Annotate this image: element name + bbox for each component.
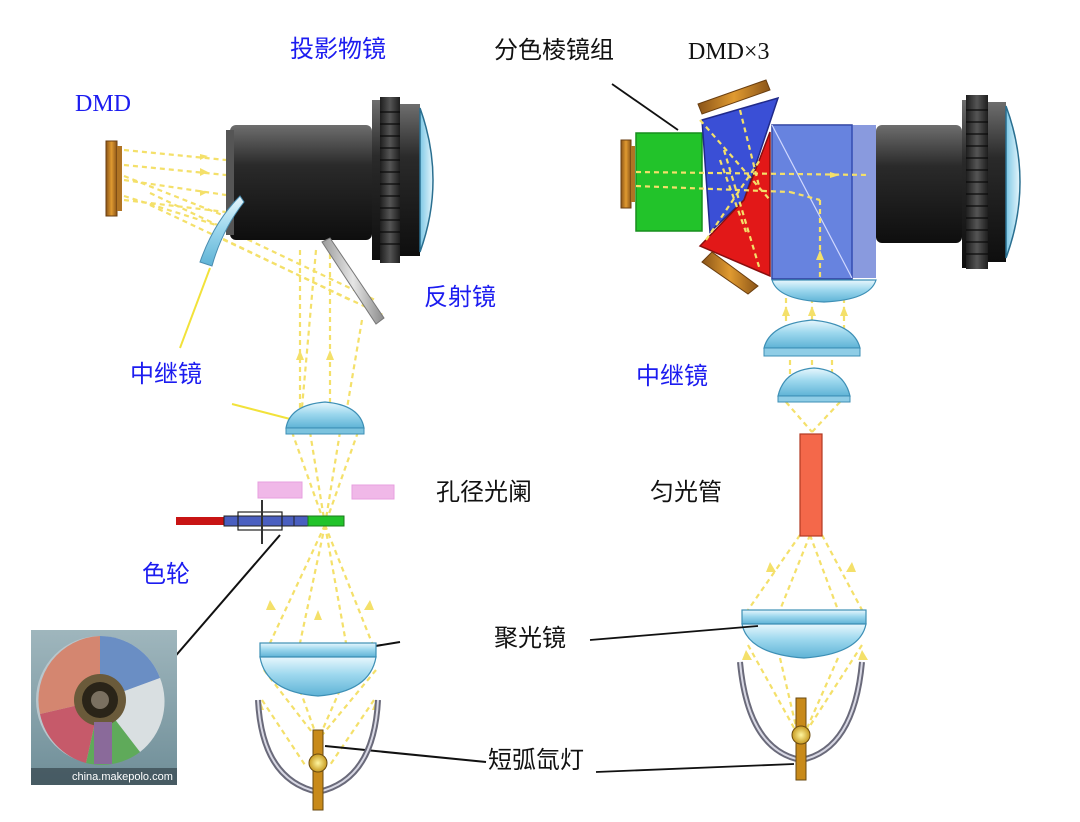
label-condenser: 聚光镜 <box>494 624 566 652</box>
label-aperture: 孔径光阑 <box>436 478 532 506</box>
ray-arrows-right <box>742 172 868 660</box>
label-dmd-x3: DMD×3 <box>688 39 770 65</box>
light-pipe <box>799 433 823 537</box>
label-relay-left: 中继镜 <box>130 360 202 388</box>
photo-watermark: china.makepolo.com <box>72 771 173 783</box>
tir-prism <box>771 124 876 280</box>
color-wheel-photo <box>31 630 177 785</box>
label-projection-lens: 投影物镜 <box>290 35 386 63</box>
label-dmd-left: DMD <box>75 91 132 117</box>
xenon-lamp-left <box>255 699 381 811</box>
condenser-lens-left <box>259 642 377 697</box>
label-relay-right: 中继镜 <box>636 362 708 390</box>
pointer-lines-right <box>589 625 795 773</box>
aperture-stop <box>257 481 395 500</box>
label-dichroic-prism: 分色棱镜组 <box>494 36 614 64</box>
prism-red-wedge <box>698 131 771 278</box>
label-reflector: 反射镜 <box>424 283 496 311</box>
projection-lens-right <box>876 95 1021 269</box>
light-rays-right <box>635 109 871 736</box>
dmd-chip-top <box>697 79 771 115</box>
reflector-mirror <box>321 237 385 325</box>
xenon-lamp-right <box>737 661 865 781</box>
label-light-pipe: 匀光管 <box>650 478 722 506</box>
projection-lens-left <box>226 97 434 263</box>
condenser-lens-right <box>741 609 867 659</box>
dmd-chip-left <box>105 140 122 217</box>
pointer-line-dichroic <box>611 83 679 131</box>
dmd-chip-bottom <box>701 251 759 295</box>
color-wheel <box>176 500 345 544</box>
relay-lens-left <box>285 401 365 435</box>
relay-lens-stack-right <box>763 279 877 403</box>
label-xenon-lamp: 短弧氙灯 <box>488 746 584 774</box>
prism-green <box>635 132 703 232</box>
label-color-wheel: 色轮 <box>142 560 190 588</box>
relay-mirror-left <box>199 195 245 267</box>
dmd-chip-right-left <box>620 139 635 209</box>
